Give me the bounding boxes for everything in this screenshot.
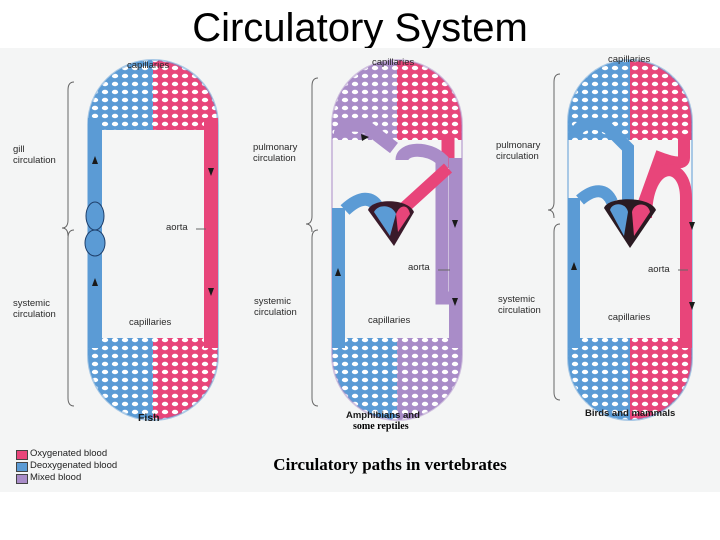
bird-pulmonary-artery — [570, 117, 634, 208]
legend-label: Oxygenated blood — [30, 448, 108, 459]
circulation-brackets — [61, 73, 688, 407]
figure-caption: Circulatory paths in vertebrates — [273, 455, 507, 474]
bird-label-aorta: aorta — [648, 264, 670, 275]
amphibian-aorta — [449, 158, 462, 348]
slide-title: Circulatory System — [192, 6, 528, 50]
legend-label: Mixed blood — [30, 472, 82, 483]
bird-label-pulmonary-circulation: pulmonary circulation — [496, 140, 541, 162]
amphibian-subtitle: some reptiles — [353, 421, 409, 432]
fish-atrium — [85, 201, 105, 231]
amphibian-pulmonary-loop — [333, 118, 398, 154]
fish-body-capillaries-oxy — [153, 338, 218, 420]
fish-aorta — [204, 118, 218, 348]
bird-label-capillaries-bottom: capillaries — [608, 312, 651, 323]
bird-label-capillaries-top: capillaries — [608, 54, 651, 65]
fish-body-capillaries-deoxy — [88, 338, 153, 420]
fish-ventricle — [84, 229, 106, 257]
legend-swatch — [16, 450, 28, 460]
circulation-diagrams — [61, 59, 695, 421]
amphibian-label-pulmonary-circulation: pulmonary circulation — [253, 142, 298, 164]
amphibian-title: Amphibians and — [346, 410, 420, 421]
bird-heart — [604, 199, 656, 248]
amphibian-label-capillaries-top: capillaries — [372, 57, 415, 68]
bird-title: Birds and mammals — [585, 408, 676, 419]
legend-swatch — [16, 462, 28, 472]
legend-swatch — [16, 474, 28, 484]
fish-label-aorta: aorta — [166, 222, 188, 233]
bird-mammal-diagram — [567, 59, 695, 421]
amphibian-diagram — [331, 59, 463, 421]
bird-lung-capillaries-oxy — [630, 60, 692, 140]
fish-label-capillaries-top: capillaries — [127, 60, 170, 71]
amphibian-body-capillaries-mixed — [397, 338, 462, 420]
amphibian-label-systemic-circulation: systemic circulation — [254, 296, 297, 318]
circulatory-figure: capillaries gill circulation aorta syste… — [0, 48, 720, 492]
amphibian-label-capillaries-bottom: capillaries — [368, 315, 411, 326]
amphibian-vena-cava — [332, 208, 345, 348]
bird-label-systemic-circulation: systemic circulation — [498, 294, 541, 316]
fish-label-capillaries-bottom: capillaries — [129, 317, 172, 328]
fish-label-systemic-circulation: systemic circulation — [13, 298, 56, 320]
fish-diagram — [84, 59, 219, 421]
bird-pulmonary-vein — [636, 136, 690, 211]
amphibian-lung-capillaries-oxy — [397, 60, 462, 140]
bird-aorta — [640, 164, 692, 348]
amphibian-body-capillaries-deoxy — [332, 338, 397, 420]
amphibian-label-aorta: aorta — [408, 262, 430, 273]
bird-vena-cava — [568, 198, 580, 348]
fish-title: Fish — [138, 412, 160, 424]
legend-label: Deoxygenated blood — [30, 460, 118, 471]
fish-label-gill-circulation: gill circulation — [13, 144, 56, 166]
